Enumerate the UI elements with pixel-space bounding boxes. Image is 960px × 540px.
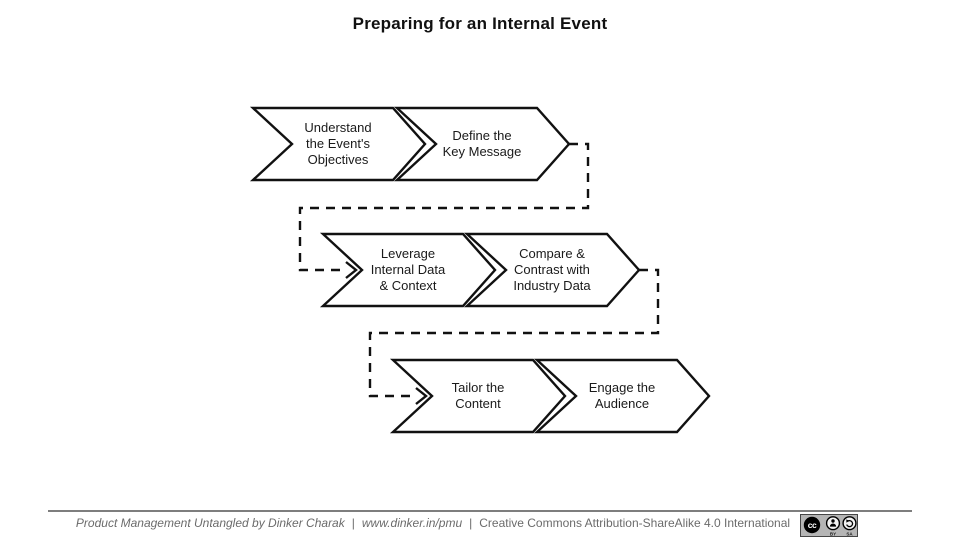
sa-icon: SA <box>842 516 857 537</box>
footer-credit: Product Management Untangled by Dinker C… <box>75 516 345 530</box>
footer-divider <box>48 510 912 512</box>
connector-row1-row2 <box>298 142 590 272</box>
svg-text:cc: cc <box>808 520 817 530</box>
step-label-leverage-internal-data: Leverage Internal Data & Context <box>370 246 446 293</box>
arrowhead-icon <box>415 387 428 405</box>
arrowhead-icon <box>345 261 358 279</box>
chevron-step-2 <box>393 106 571 182</box>
svg-text:BY: BY <box>830 532 836 537</box>
chevron-step-1 <box>249 106 427 182</box>
chevron-step-6 <box>533 358 711 434</box>
step-label-tailor-content: Tailor the Content <box>451 380 505 411</box>
svg-text:SA: SA <box>846 532 853 537</box>
cc-by-sa-badge: cc BY SA <box>800 514 858 537</box>
footer-separator: | <box>351 516 355 530</box>
chevron-step-3 <box>319 232 497 308</box>
footer-separator: | <box>469 516 473 530</box>
connector-row2-row3 <box>368 268 660 398</box>
step-label-understand-objectives: Understand the Event's Objectives <box>304 120 372 167</box>
footer-url: www.dinker.in/pmu <box>361 516 463 530</box>
chevron-step-4 <box>463 232 641 308</box>
chevron-step-5 <box>389 358 567 434</box>
cc-icon: cc <box>803 516 821 534</box>
step-label-define-key-message: Define the Key Message <box>442 128 522 159</box>
page-title: Preparing for an Internal Event <box>352 14 608 33</box>
by-icon: BY <box>825 516 841 537</box>
step-label-compare-industry-data: Compare & Contrast with Industry Data <box>513 246 591 293</box>
step-label-engage-audience: Engage the Audience <box>588 380 656 411</box>
footer-credit-line: Product Management Untangled by Dinker C… <box>48 516 818 530</box>
footer-license: Creative Commons Attribution-ShareAlike … <box>479 516 791 530</box>
